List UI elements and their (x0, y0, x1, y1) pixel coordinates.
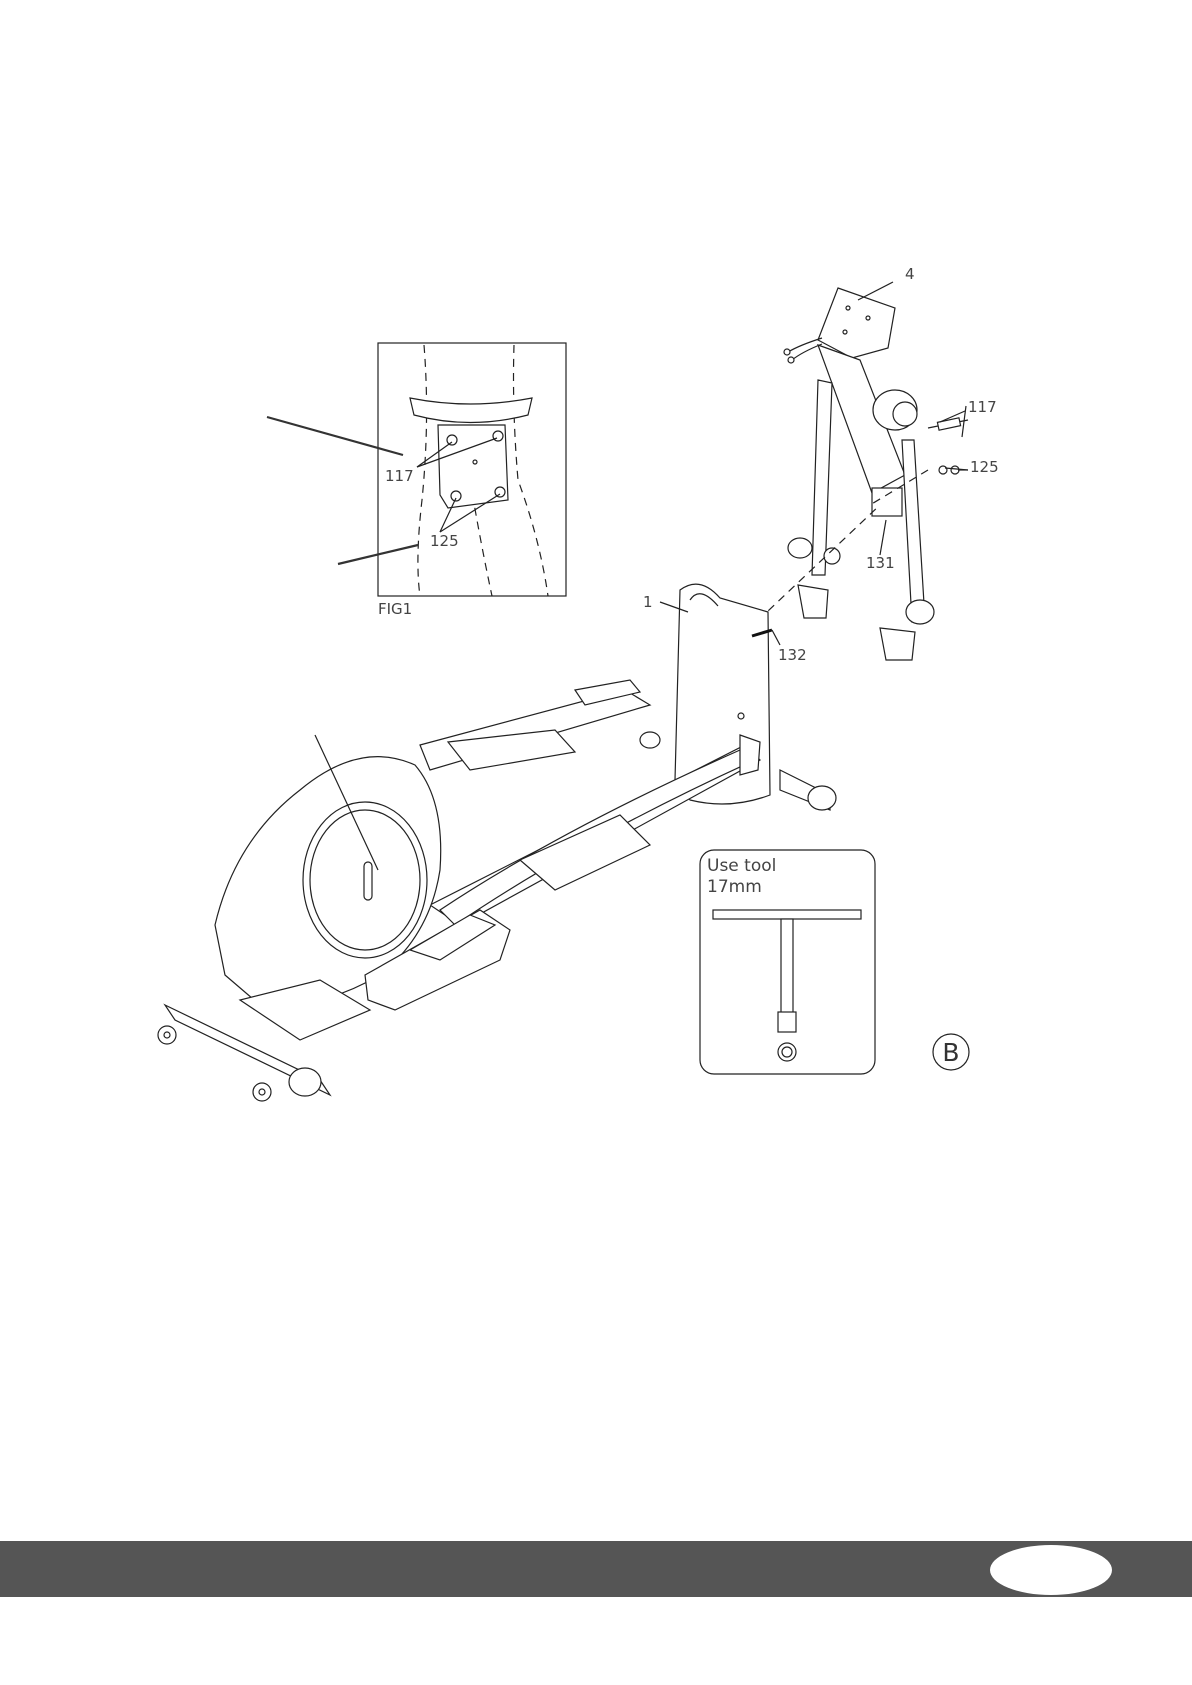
tool-text-line2: 17mm (707, 877, 762, 897)
t-wrench-icon (713, 910, 861, 1061)
step-marker: B (933, 1034, 969, 1070)
step-marker-letter: B (942, 1038, 959, 1067)
fig1-detail-inset: 117 125 FIG1 (267, 343, 566, 618)
tool-callout: Use tool 17mm (700, 850, 875, 1074)
label-part-125: 125 (970, 458, 999, 476)
page-number-oval (990, 1545, 1112, 1595)
label-part-117: 117 (968, 398, 997, 416)
label-part-131: 131 (866, 554, 895, 572)
fig-label-125: 125 (430, 532, 459, 550)
label-part-132: 132 (778, 646, 807, 664)
tool-text-line1: Use tool (707, 856, 776, 876)
console-mast-assembly: 4 117 125 131 (748, 265, 999, 660)
fig-label-117: 117 (385, 467, 414, 485)
label-part-4: 4 (905, 265, 915, 283)
elliptical-base-frame: 1 132 (158, 584, 836, 1101)
fig-caption: FIG1 (378, 600, 412, 618)
label-part-1: 1 (643, 593, 653, 611)
